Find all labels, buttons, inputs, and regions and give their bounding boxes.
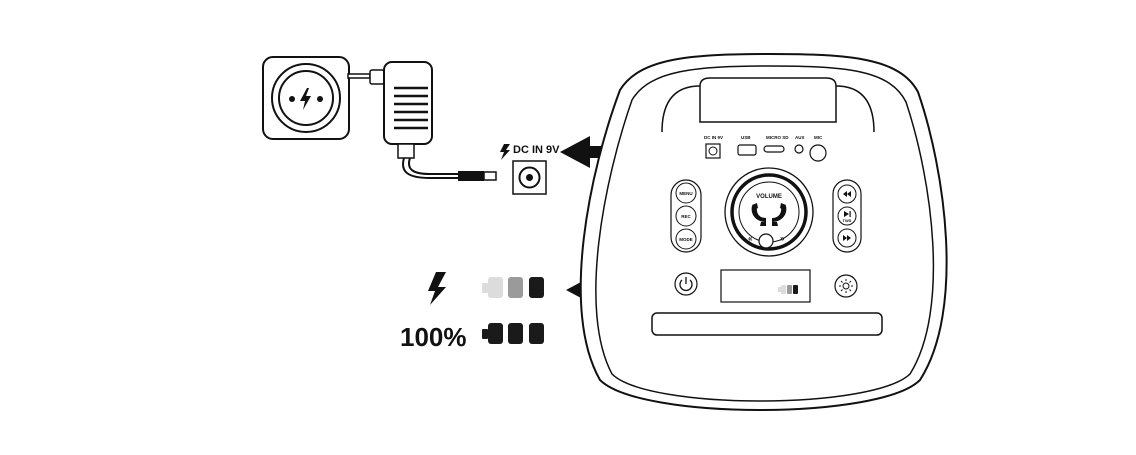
port-label-dc: DC IN 9V (704, 135, 723, 140)
volume-center-button (759, 234, 773, 248)
port-label-micro-sd: MICRO SD (766, 135, 789, 140)
port-label-aux: AUX (795, 135, 805, 140)
volume-label: VOLUME (756, 194, 782, 200)
charging-legend: 100% (400, 272, 544, 352)
power-adapter-icon (348, 62, 496, 181)
minus-indicator: « (748, 234, 753, 243)
dc-port-label: DC IN 9V (513, 144, 560, 156)
wall-socket (263, 57, 349, 139)
speaker-mic-port (810, 145, 826, 161)
speaker-handle (700, 78, 836, 122)
speaker-grille-bar (652, 313, 882, 335)
lightning-bolt-icon (500, 144, 510, 160)
speaker-aux-port (795, 145, 803, 153)
battery-full-icon (482, 323, 544, 344)
rec-button-label: REC (681, 214, 691, 219)
charge-percent-label: 100% (400, 322, 467, 352)
battery-level-icon (482, 277, 544, 298)
speaker-sd-slot (764, 146, 784, 152)
plus-indicator: » (780, 234, 785, 243)
battery-indicator-mini (778, 285, 798, 294)
port-label-usb: USB (741, 135, 751, 140)
port-label-mic: MIC (814, 135, 823, 140)
volume-knob-inner (739, 182, 799, 242)
menu-button-label: MENU (679, 191, 692, 196)
speaker: DC IN 9V USB MICRO SD AUX MIC MENU REC M… (581, 54, 947, 410)
dc-port-zoom: DC IN 9V (500, 144, 560, 194)
mode-button-label: MODE (679, 237, 693, 242)
speaker-dc-port (706, 144, 720, 158)
tws-label: TWS (843, 218, 852, 223)
lightning-bolt-icon (428, 272, 446, 305)
sun-light-icon (835, 275, 857, 297)
speaker-usb-port (738, 145, 756, 155)
